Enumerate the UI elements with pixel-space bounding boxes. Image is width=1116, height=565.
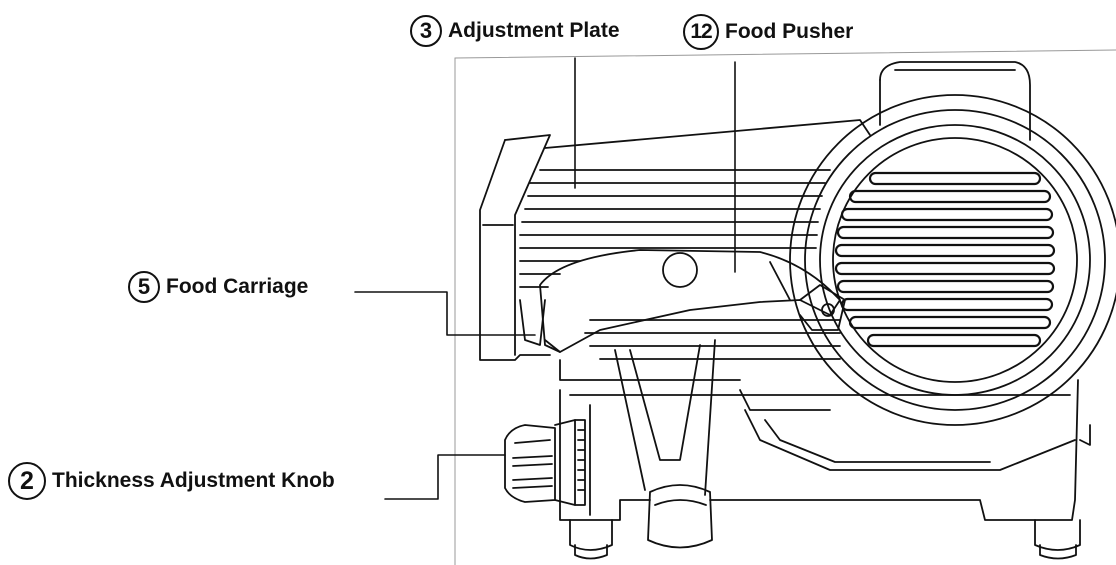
leader-lines [354, 57, 736, 500]
leader-thickness-knob [384, 454, 506, 500]
slicer-base [559, 379, 1091, 560]
callout-thickness-knob: 2 Thickness Adjustment Knob [8, 462, 335, 500]
blade-grille [834, 171, 1056, 348]
callout-label-thickness-knob: Thickness Adjustment Knob [52, 469, 335, 492]
callout-number-3: 3 [410, 15, 442, 47]
callout-number-12: 12 [683, 14, 719, 50]
callout-label-food-pusher: Food Pusher [725, 20, 854, 43]
callout-label-adjustment-plate: Adjustment Plate [448, 19, 620, 42]
callout-number-2: 2 [8, 462, 46, 500]
callout-adjustment-plate: 3 Adjustment Plate [410, 15, 620, 47]
callout-number-5: 5 [128, 271, 160, 303]
callout-label-food-carriage: Food Carriage [166, 275, 309, 298]
adjustment-plate-ribs [519, 119, 871, 360]
food-pusher-shape [539, 249, 846, 353]
leader-food-carriage [354, 291, 536, 336]
callout-food-pusher: 12 Food Pusher [683, 14, 853, 50]
carriage-stand [559, 339, 741, 549]
blade-housing [789, 61, 1116, 426]
callout-food-carriage: 5 Food Carriage [128, 271, 308, 303]
thickness-knob-shape [504, 419, 586, 506]
